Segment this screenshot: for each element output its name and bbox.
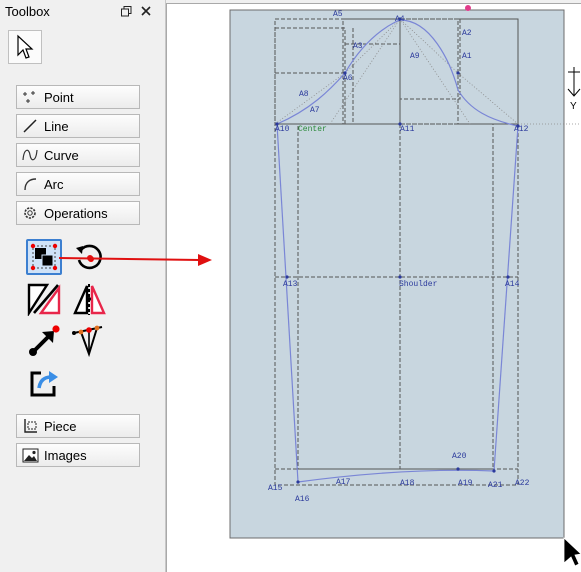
rotate-icon [76, 244, 102, 270]
flip-by-line-button[interactable] [26, 281, 62, 317]
line-category-button[interactable]: Line [16, 114, 140, 138]
cursor-arrow-icon [17, 34, 34, 59]
curve-icon [20, 146, 40, 164]
line-icon [20, 117, 40, 135]
arc-icon [20, 175, 40, 193]
operations-label: Operations [44, 205, 108, 221]
move-button[interactable] [26, 323, 62, 359]
true-darts-icon [72, 325, 103, 358]
group-objects-button[interactable] [26, 239, 62, 275]
arc-category-button[interactable]: Arc [16, 172, 140, 196]
flip-by-axis-button[interactable] [71, 281, 107, 317]
piece-category-button[interactable]: Piece [16, 414, 140, 438]
export-icon [30, 371, 58, 397]
point-icon [20, 88, 40, 106]
image-icon [20, 446, 40, 464]
float-icon[interactable] [118, 3, 134, 19]
images-label: Images [44, 447, 87, 463]
pointer-tool-button[interactable] [8, 30, 42, 64]
curve-category-button[interactable]: Curve [16, 143, 140, 167]
piece-label: Piece [44, 418, 77, 434]
point-category-button[interactable]: Point [16, 85, 140, 109]
curve-label: Curve [44, 147, 79, 163]
export-button[interactable] [26, 365, 62, 401]
piece-icon [20, 417, 40, 435]
arc-label: Arc [44, 176, 64, 192]
toolbox-panel: Toolbox Point Line Curve Arc [0, 0, 166, 572]
point-label: Point [44, 89, 74, 105]
gear-icon [20, 204, 40, 222]
flip-by-axis-icon [73, 284, 106, 315]
toolbox-header: Toolbox [0, 0, 165, 22]
flip-by-line-icon [27, 283, 61, 316]
operations-category-button[interactable]: Operations [16, 201, 140, 225]
images-category-button[interactable]: Images [16, 443, 140, 467]
true-darts-button[interactable] [71, 323, 107, 359]
line-label: Line [44, 118, 69, 134]
close-icon[interactable] [138, 3, 154, 19]
toolbox-title: Toolbox [5, 3, 50, 19]
rotate-button[interactable] [71, 239, 107, 275]
group-objects-icon [30, 243, 58, 271]
drawing-canvas[interactable] [166, 3, 581, 572]
move-icon [29, 325, 60, 356]
